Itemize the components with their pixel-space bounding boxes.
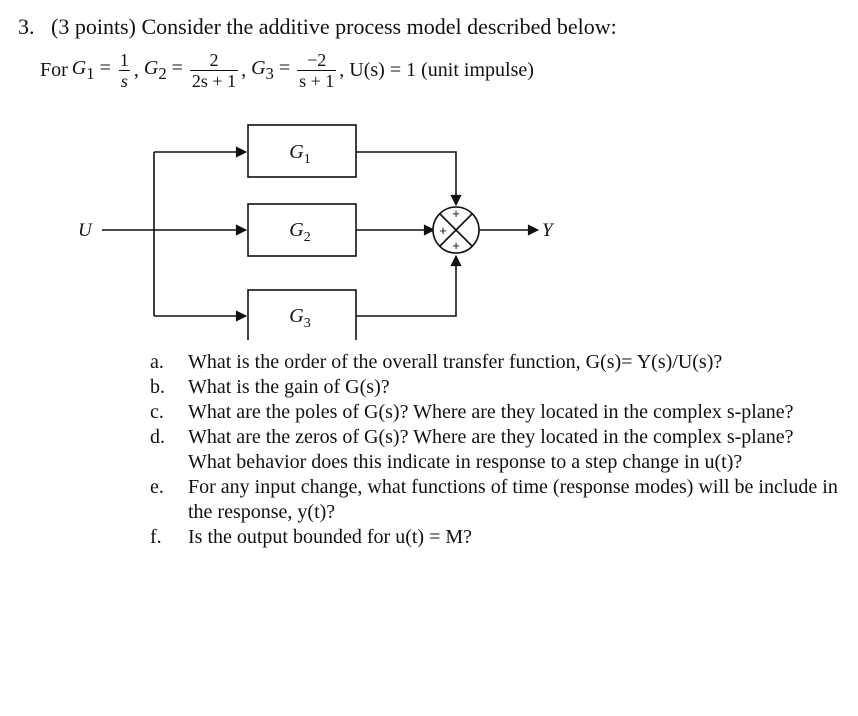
problem-number: 3. (18, 14, 35, 39)
problem-statement: Consider the additive process model desc… (141, 14, 617, 39)
g3-output-line (356, 254, 462, 317)
block-g3-label: G3 (289, 305, 310, 331)
question-text: For any input change, what functions of … (188, 476, 838, 523)
question-list: a. What is the order of the overall tran… (150, 350, 840, 550)
sum-sign-bottom: + (452, 238, 460, 253)
g1-fraction: 1 s (118, 50, 131, 91)
question-e: e. For any input change, what functions … (150, 475, 840, 525)
block-diagram: + + + U Y G1 G2 G3 (78, 124, 555, 340)
question-text: What is the order of the overall transfe… (188, 351, 723, 373)
question-label: c. (150, 401, 164, 423)
g3-symbol: G3 = (251, 56, 291, 83)
block-g1 (247, 124, 357, 178)
block-g2-label: G2 (289, 219, 310, 245)
output-label: Y (542, 220, 555, 241)
question-b: b. What is the gain of G(s)? (150, 375, 840, 400)
question-text: Is the output bounded for u(t) = M? (188, 526, 473, 548)
question-text: What is the gain of G(s)? (188, 376, 390, 398)
g3-numerator: −2 (307, 49, 327, 70)
question-label: d. (150, 426, 165, 448)
question-f: f. Is the output bounded for u(t) = M? (150, 525, 840, 550)
g3-fraction: −2 s + 1 (297, 49, 337, 91)
g2-fraction: 2 2s + 1 (189, 49, 239, 91)
question-label: a. (150, 351, 164, 373)
question-label: b. (150, 376, 165, 398)
question-label: f. (150, 526, 162, 548)
question-text: What are the poles of G(s)? Where are th… (188, 401, 794, 423)
block-g1-label: G1 (289, 141, 310, 167)
question-a: a. What is the order of the overall tran… (150, 350, 840, 375)
sum-sign-top: + (452, 206, 460, 221)
g2-numerator: 2 (209, 49, 219, 70)
question-c: c. What are the poles of G(s)? Where are… (150, 400, 840, 425)
sum-sign-left: + (439, 223, 447, 238)
question-text: What are the zeros of G(s)? Where are th… (188, 426, 794, 473)
problem-points: (3 points) (51, 14, 136, 39)
g1-symbol: G1 = (71, 56, 111, 83)
g2-denominator: 2s + 1 (189, 69, 239, 91)
g2-symbol: G2 = (143, 56, 183, 83)
block-g3 (247, 289, 357, 340)
g1-output-line (356, 151, 462, 207)
g3-denominator: s + 1 (297, 69, 337, 91)
question-label: e. (150, 476, 164, 498)
input-label: U (78, 220, 93, 241)
transfer-function-definitions: For G1 = 1 s , G2 = 2 2s + 1 , G3 = −2 s… (40, 49, 534, 91)
for-label: For (40, 58, 68, 81)
problem-heading: 3. (3 points) Consider the additive proc… (18, 14, 617, 40)
question-d: d. What are the zeros of G(s)? Where are… (150, 425, 840, 475)
g1-denominator: s (118, 69, 130, 91)
input-definition: U(s) = 1 (unit impulse) (349, 58, 534, 81)
g1-numerator: 1 (119, 49, 129, 70)
block-g2 (247, 203, 357, 257)
